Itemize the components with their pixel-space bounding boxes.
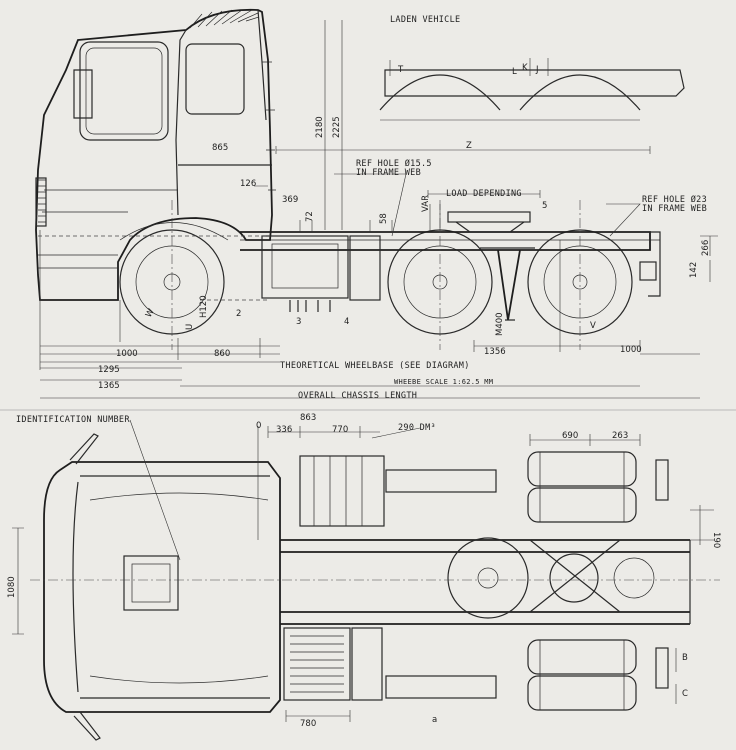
dim-2225: 2225 (332, 116, 342, 138)
dim-m400: M400 (495, 312, 505, 336)
dim-j: J (535, 65, 539, 75)
dim-2: 2 (236, 309, 241, 319)
dim-780: 780 (300, 719, 316, 729)
dim-k: K (522, 63, 528, 73)
tail-lamp (639, 261, 657, 281)
fuel-tank (299, 455, 385, 527)
tank-volume-label: 290 DM³ (398, 423, 436, 433)
dim-3: 3 (296, 317, 301, 327)
air-tank-plan (351, 627, 383, 701)
windscreen (79, 41, 169, 141)
dim-1000-right: 1000 (620, 345, 642, 355)
dim-1080: 1080 (7, 576, 17, 598)
scale-note: WHEEBE SCALE 1:62.5 MM (394, 378, 493, 386)
dim-4: 4 (344, 317, 349, 327)
bogie-centre (549, 553, 599, 603)
side-view: LADEN VEHICLE T L K J 865 126 369 72 58 … (35, 8, 718, 401)
identification-number-label: IDENTIFICATION NUMBER (16, 415, 130, 425)
dim-369: 369 (282, 195, 298, 205)
dim-1365: 1365 (98, 381, 120, 391)
overall-length-label: OVERALL CHASSIS LENGTH (298, 391, 417, 401)
dim-u: U (185, 324, 195, 330)
dim-c: C (682, 689, 688, 699)
dim-var: VAR (421, 195, 431, 212)
roof-hatch (189, 9, 260, 29)
dim-v: V (590, 321, 596, 331)
cab-door-edge (175, 29, 187, 216)
fifth-wheel (447, 211, 531, 223)
dim-72: 72 (305, 211, 315, 222)
dim-126: 126 (240, 179, 256, 189)
frame-rail (240, 231, 651, 251)
theoretical-wheelbase-label: THEORETICAL WHEELBASE (SEE DIAGRAM) (280, 361, 470, 371)
top-dimension-lines (12, 419, 714, 722)
mirror-right (73, 711, 101, 741)
dim-1295: 1295 (98, 365, 120, 375)
dim-336: 336 (276, 425, 292, 435)
battery-box-plan (283, 627, 351, 701)
dim-1356: 1356 (484, 347, 506, 357)
rear-lamp-left (655, 459, 669, 501)
dim-h120: H120 (199, 295, 209, 318)
dim-1000-left: 1000 (116, 349, 138, 359)
load-depending-label: LOAD DEPENDING (446, 189, 522, 199)
mirror-left (69, 433, 99, 465)
dim-b: B (682, 653, 688, 663)
rear-tyres-plan (527, 451, 637, 711)
dim-58: 58 (379, 213, 389, 224)
side-dimension-lines (39, 20, 718, 399)
door-window (185, 43, 245, 115)
rear-crossmember (640, 231, 661, 297)
dim-z: Z (466, 141, 472, 151)
dim-190: 190 (711, 532, 721, 548)
air-tank (349, 235, 381, 301)
dim-l: L (512, 67, 517, 77)
front-wheel (119, 222, 229, 335)
bogie-suspension (497, 249, 521, 321)
dim-770: 770 (332, 425, 348, 435)
ref-hole-rear-line-1: REF HOLE Ø23 (642, 194, 707, 205)
silencer (385, 469, 497, 493)
side-box (385, 675, 497, 699)
cab-outline (35, 8, 273, 301)
dim-865: 865 (212, 143, 228, 153)
dim-142: 142 (689, 262, 699, 278)
dim-a: a (432, 715, 437, 725)
dim-2180: 2180 (315, 116, 325, 138)
mirror (73, 69, 93, 119)
dim-w: W (144, 307, 157, 320)
cab-plan-outline (43, 461, 281, 713)
rear-lamp-right (655, 647, 669, 689)
dim-5: 5 (542, 201, 547, 211)
frame-rails-plan (280, 539, 690, 625)
laden-vehicle-inset (379, 58, 685, 121)
ref-hole-rear-line-2: IN FRAME WEB (642, 204, 707, 214)
fifth-wheel-plan (447, 537, 529, 619)
roof-hatch-plan (123, 555, 179, 611)
dim-863: 863 (300, 413, 316, 423)
dim-t: T (397, 65, 404, 75)
dim-266: 266 (701, 240, 711, 256)
dim-860: 860 (214, 349, 230, 359)
top-view: IDENTIFICATION NUMBER 0 863 336 770 290 … (7, 413, 721, 741)
ref-hole-line-2: IN FRAME WEB (356, 168, 421, 178)
battery-box (261, 235, 349, 299)
dim-690: 690 (562, 431, 578, 441)
dim-263: 263 (612, 431, 628, 441)
dim-0: 0 (256, 421, 261, 431)
ref-hole-line-1: REF HOLE Ø15.5 (356, 158, 432, 169)
laden-vehicle-title: LADEN VEHICLE (390, 15, 460, 25)
front-grille (35, 177, 47, 227)
